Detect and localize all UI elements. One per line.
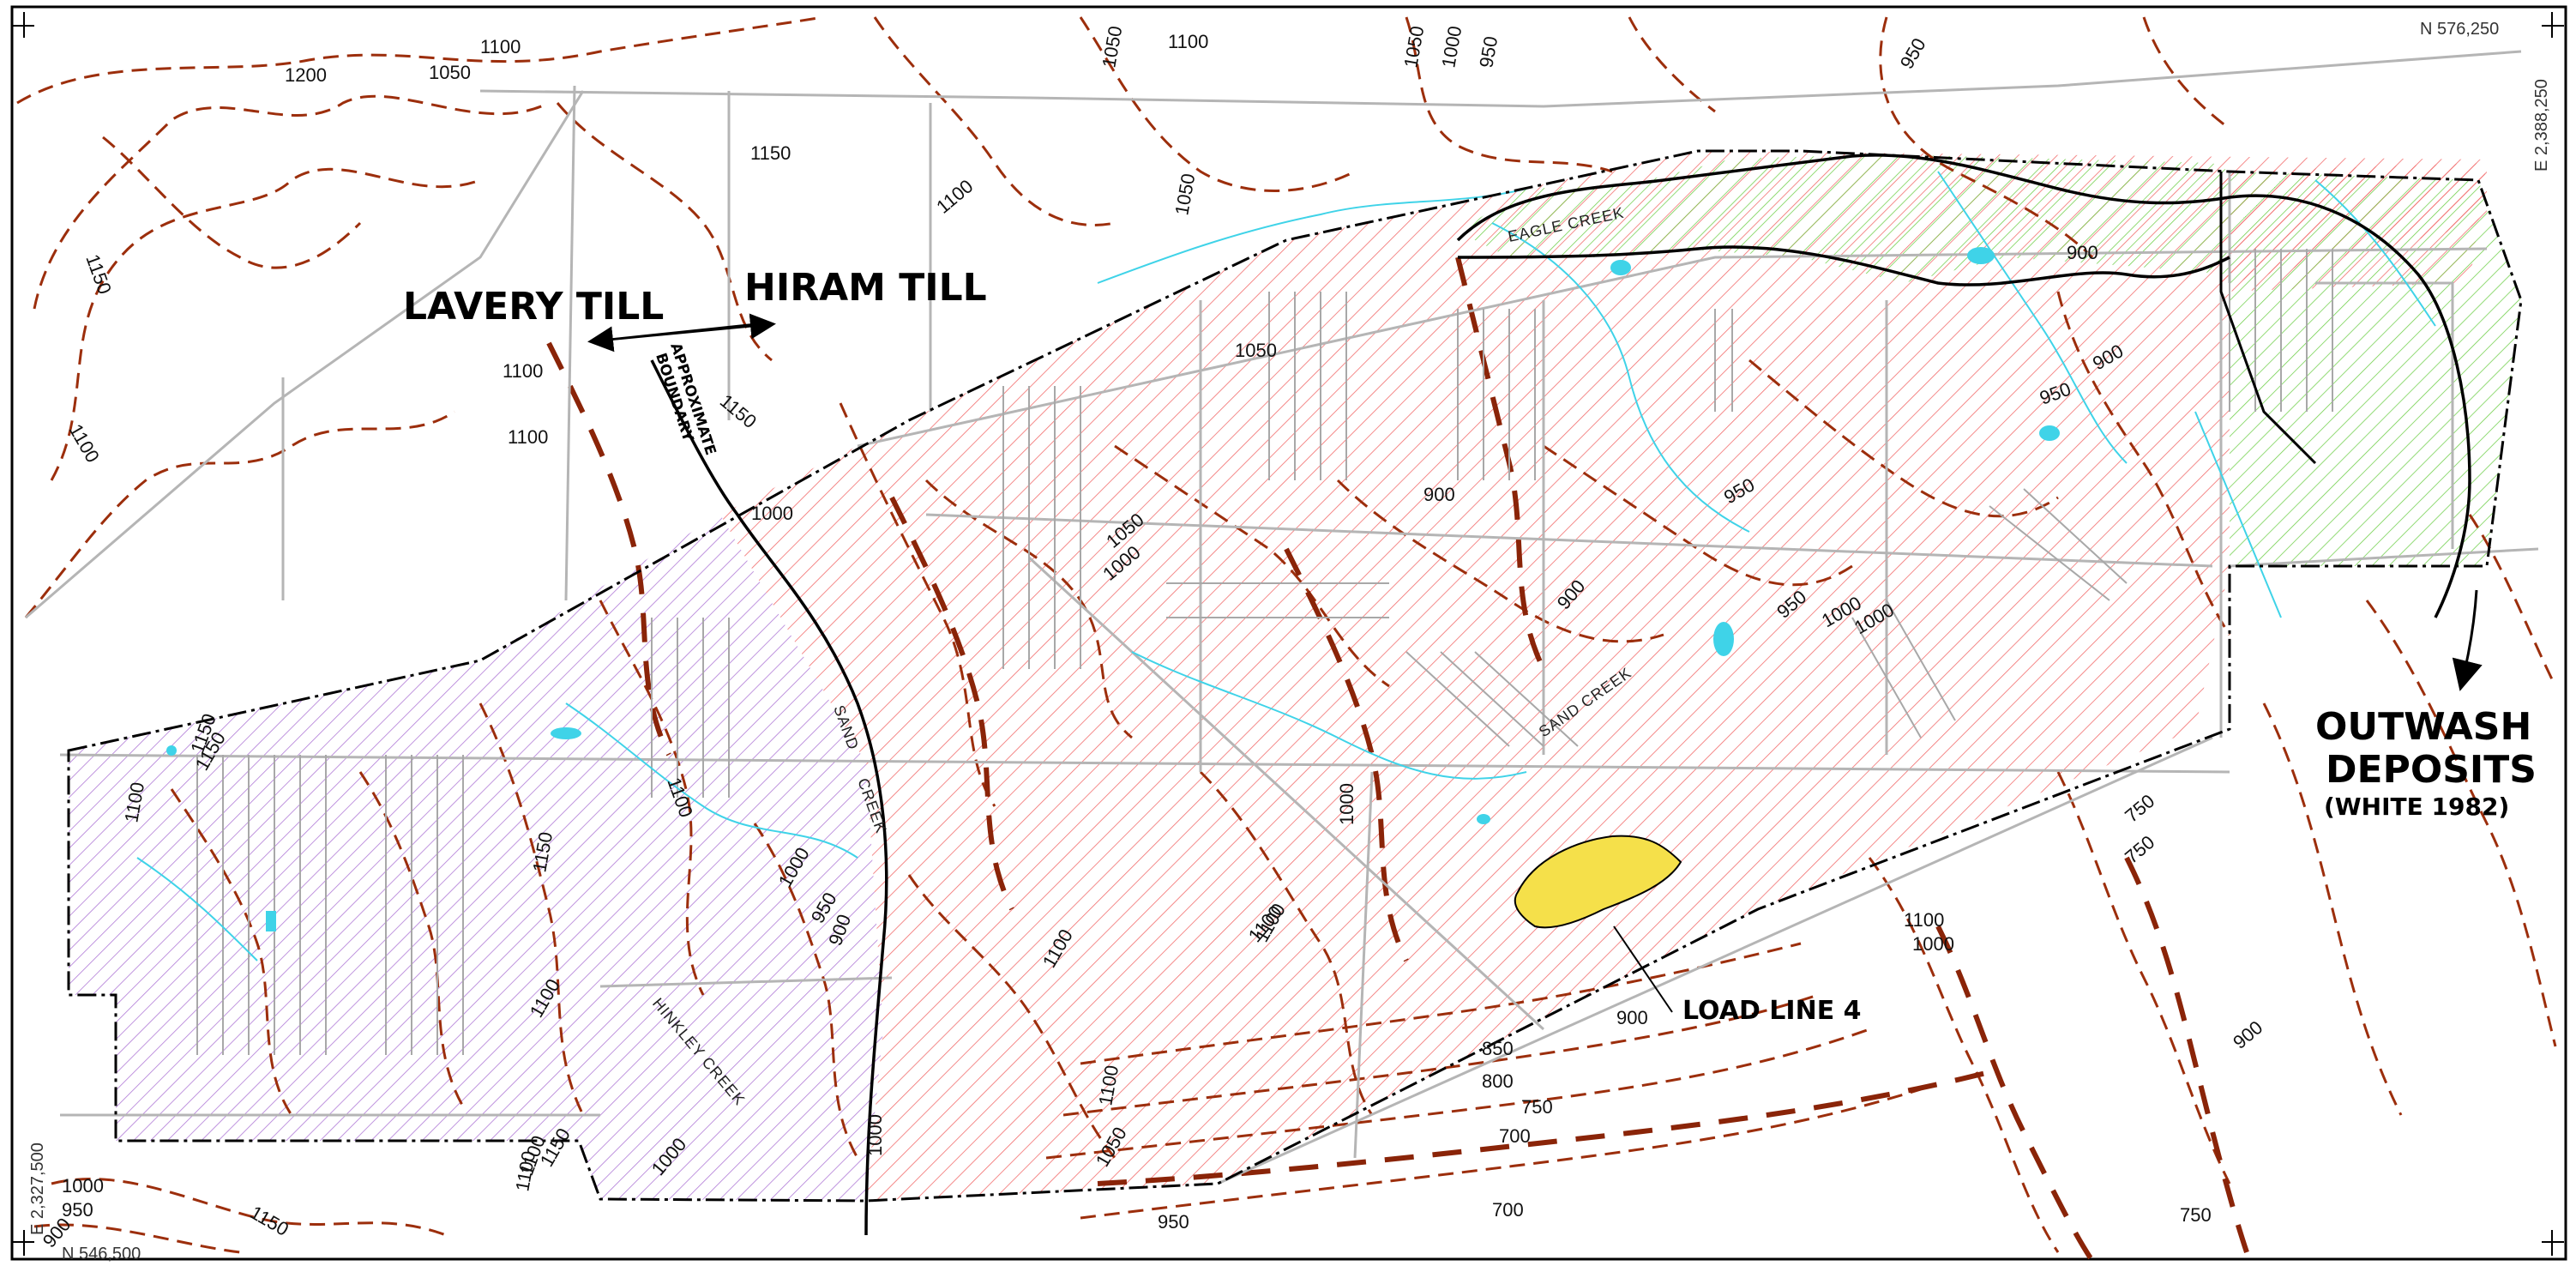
contour-label: 1050 (1235, 340, 1277, 361)
streams (136, 171, 2436, 962)
contour-label: 1050 (1399, 24, 1428, 69)
contour-label: 900 (1423, 484, 1455, 505)
coord-north-top: N 576,250 (2420, 20, 2499, 39)
coord-north-bottom: N 546,500 (62, 1245, 141, 1263)
installation-boundary (67, 149, 2523, 1203)
igloo-rows (196, 249, 2333, 1055)
contour-label: 1150 (750, 142, 791, 164)
contour-label: 1150 (81, 251, 116, 297)
outwash-label-2: DEPOSITS (2326, 748, 2537, 792)
hiram-till-zone (720, 151, 2487, 1201)
contour-label: 1100 (508, 426, 548, 448)
outwash-label-3: (WHITE 1982) (2324, 793, 2509, 821)
outwash-inner-line (1457, 245, 2230, 286)
contour-label: 950 (1896, 34, 1930, 72)
outwash-left-line (2219, 172, 2317, 465)
contour-label: 1100 (503, 360, 543, 382)
lavery-till-zone (69, 515, 883, 1201)
till-boundary-line (650, 359, 888, 1236)
outwash-boundary-line (1456, 154, 2471, 618)
contour-label: 900 (2067, 242, 2098, 263)
contour-label: 1100 (1904, 909, 1944, 931)
contour-label: 1050 (1171, 172, 1199, 217)
ponds (166, 247, 2060, 931)
load-line-leader (1613, 925, 1673, 1013)
outwash-label-1: OUTWASH (2315, 705, 2531, 749)
contour-label: 1150 (716, 390, 761, 433)
contour-label: 1150 (247, 1202, 292, 1240)
coord-east-left: E 2,327,500 (28, 1142, 47, 1235)
contour-label: 850 (1482, 1038, 1514, 1059)
contour-label: 1100 (480, 36, 521, 57)
contour-label: 700 (1499, 1125, 1531, 1147)
contour-label: 700 (1492, 1199, 1524, 1221)
contour-label: 1000 (62, 1175, 104, 1197)
contour-label: 1000 (1437, 24, 1466, 69)
contour-label: 1200 (285, 64, 327, 86)
load-line-label: LOAD LINE 4 (1682, 996, 1862, 1026)
contour-label: 1000 (1912, 933, 1954, 955)
contour-lines (16, 15, 2557, 1254)
contour-label: 950 (1158, 1211, 1189, 1233)
hiram-till-label: HIRAM TILL (744, 266, 987, 310)
contour-label: 900 (2229, 1016, 2266, 1053)
load-line-4-area (1514, 835, 1682, 929)
contour-label: 1100 (65, 420, 104, 466)
contour-label: 800 (1482, 1070, 1514, 1092)
contour-label: 1000 (751, 503, 793, 524)
approximate-boundary-label: APPROXIMATE BOUNDARY (652, 341, 719, 457)
contour-label: 750 (1521, 1096, 1553, 1118)
contour-label: 1100 (932, 175, 977, 218)
lavery-till-label: LAVERY TILL (403, 285, 664, 329)
outwash-arrow (2452, 589, 2483, 691)
contour-label: 1000 (1336, 783, 1357, 825)
contour-label: 1050 (429, 62, 471, 83)
contour-label: 900 (1616, 1007, 1648, 1028)
contour-label: 1050 (1098, 24, 1126, 69)
contour-label: 750 (2180, 1204, 2212, 1226)
till-arrow-east (591, 313, 776, 343)
corner-ticks (12, 12, 2564, 1256)
contour-label: 1100 (1168, 31, 1208, 52)
contour-label: 1000 (864, 1114, 886, 1156)
map-frame (10, 5, 2567, 1261)
contour-label: 750 (2121, 790, 2158, 827)
road-network (25, 50, 2539, 1185)
contour-label: 950 (62, 1199, 93, 1221)
contour-label: 950 (1475, 34, 1502, 69)
coord-east-right: E 2,388,250 (2532, 79, 2551, 172)
